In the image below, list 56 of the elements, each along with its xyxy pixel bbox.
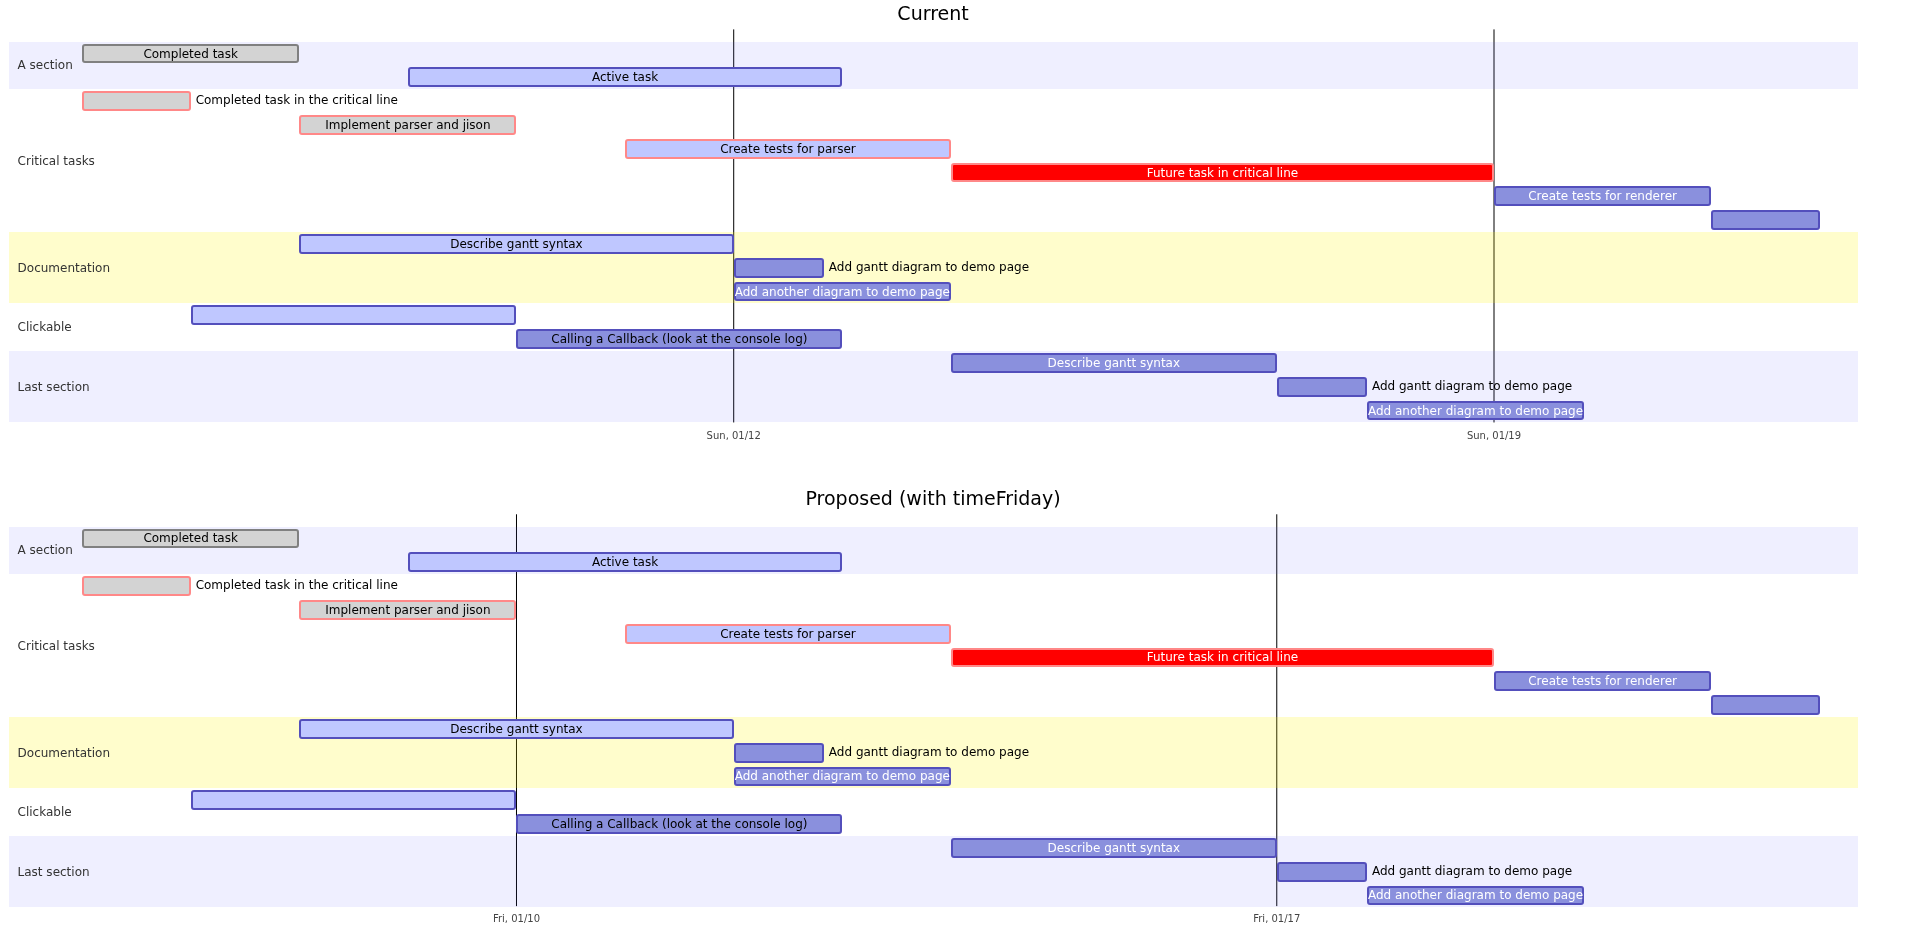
section-label: Last section: [17, 864, 90, 879]
task-bar: [190, 305, 517, 326]
section-band: [8, 526, 1858, 575]
task-bar: Describe gantt syntax: [299, 234, 734, 254]
task-bar: Calling a Callback (look at the console log): [516, 329, 843, 350]
task-label: Add gantt diagram to demo page: [828, 259, 1030, 274]
task-bar: Create tests for parser: [625, 138, 951, 159]
task-label: Add gantt diagram to demo page: [1371, 863, 1573, 878]
section-label: Critical tasks: [17, 638, 95, 653]
task-bar: [733, 257, 824, 278]
task-bar: Implement parser and jison: [299, 115, 517, 135]
section-band: [8, 232, 1858, 304]
axis-tick-label: Sun, 01/12: [706, 429, 761, 441]
section-band: [8, 351, 1858, 423]
task-label: Completed task in the critical line: [195, 578, 398, 593]
chart-title: Current: [897, 2, 969, 25]
section-label: Clickable: [17, 805, 72, 820]
task-bar: [190, 790, 517, 811]
axis-tick-label: Sun, 01/19: [1466, 429, 1522, 441]
task-bar: [1711, 695, 1820, 715]
task-bar: [82, 576, 191, 596]
task-bar: Describe gantt syntax: [299, 718, 734, 739]
task-bar: Create tests for renderer: [1494, 186, 1712, 207]
section-band: [8, 835, 1858, 908]
axis-tick-label: Fri, 01/17: [1253, 913, 1301, 925]
task-bar: Active task: [407, 552, 843, 573]
section-label: Documentation: [17, 745, 111, 760]
task-bar: Active task: [407, 67, 843, 88]
task-bar: Completed task: [82, 528, 300, 549]
task-bar: Future task in critical line: [950, 162, 1494, 183]
task-bar: [1711, 210, 1820, 231]
task-bar: [82, 91, 191, 112]
chart-title: Proposed (with timeFriday): [805, 487, 1061, 510]
task-label: Add gantt diagram to demo page: [828, 744, 1030, 759]
section-label: Documentation: [17, 260, 111, 275]
task-bar: Create tests for renderer: [1494, 671, 1712, 692]
axis-tick-label: Fri, 01/10: [492, 913, 541, 925]
section-label: A section: [17, 543, 73, 558]
task-bar: Create tests for parser: [625, 623, 951, 644]
section-label: Critical tasks: [17, 153, 95, 168]
task-bar: Completed task: [82, 43, 300, 64]
section-band: [8, 716, 1858, 789]
task-bar: Describe gantt syntax: [950, 837, 1277, 858]
task-label: Add gantt diagram to demo page: [1371, 378, 1573, 393]
task-bar: Future task in critical line: [950, 647, 1494, 668]
section-label: A section: [17, 58, 73, 73]
task-label: Completed task in the critical line: [195, 93, 398, 108]
section-band: [8, 41, 1858, 90]
task-bar: [733, 742, 824, 763]
task-bar: [1276, 376, 1367, 397]
task-bar: Describe gantt syntax: [950, 353, 1277, 373]
task-bar: [1276, 861, 1367, 882]
section-label: Last section: [17, 379, 90, 394]
section-label: Clickable: [17, 320, 72, 335]
task-bar: Implement parser and jison: [299, 599, 517, 620]
task-bar: Calling a Callback (look at the console log): [516, 814, 843, 834]
